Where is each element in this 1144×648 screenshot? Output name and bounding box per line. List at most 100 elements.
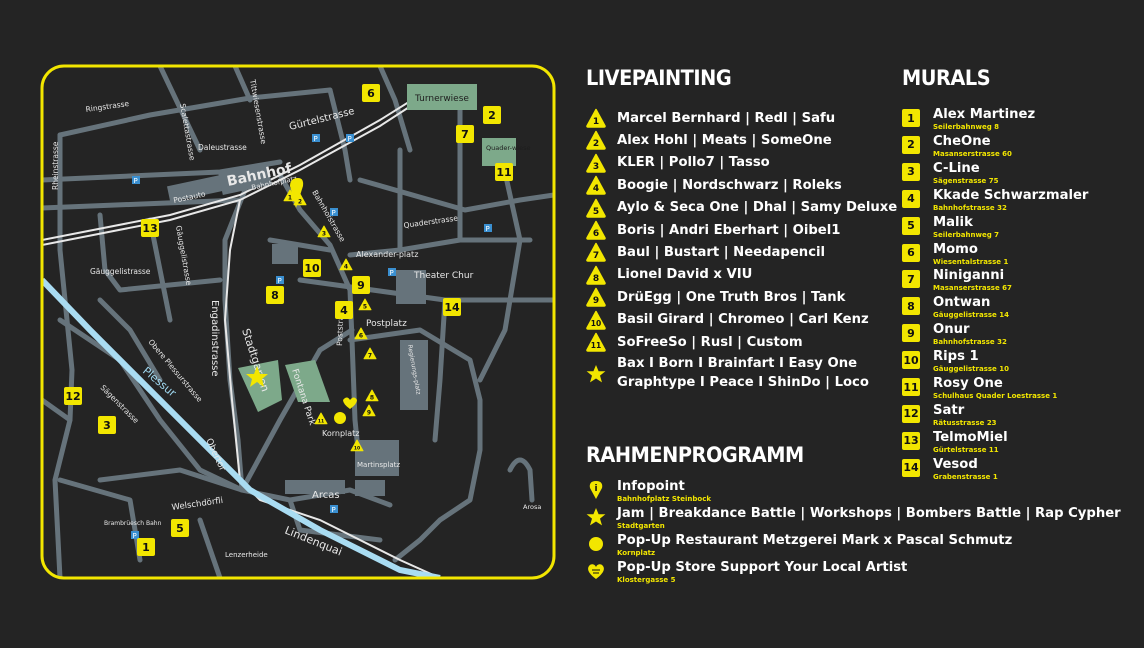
- label-turnerwiese: Turnerwiese: [414, 94, 469, 104]
- livepainting-marker: 7: [363, 347, 377, 360]
- livepainting-marker: 5: [358, 298, 372, 311]
- rahmenprogramm-event: Pop-Up Store Support Your Local Artist: [617, 560, 908, 575]
- label-quaderwiese: Quader-wiese: [486, 144, 530, 152]
- mural-address: Sägenstrasse 75: [933, 176, 999, 185]
- mural-marker: 14: [443, 298, 461, 316]
- heart-icon: [588, 564, 604, 579]
- marker-number: 4: [593, 184, 599, 194]
- mural-marker: 5: [171, 519, 189, 537]
- mural-marker-number: 5: [176, 522, 184, 535]
- livepainting-marker: 10: [350, 439, 364, 452]
- mural-marker: 8: [266, 286, 284, 304]
- livepainting-artists: Marcel Bernhard | Redl | Safu: [617, 110, 836, 126]
- mural-marker-number: 12: [65, 390, 80, 403]
- mural-marker: 1: [137, 538, 155, 556]
- mural-address: Schulhaus Quader Loestrasse 1: [933, 392, 1058, 400]
- livepainting-star-line2: Graphtype I Peace I ShinDo | Loco: [617, 375, 869, 390]
- livepainting-artists: SoFreeSo | Rusl | Custom: [617, 334, 803, 350]
- parking-icon: P: [332, 209, 336, 217]
- livepainting-artists: Boogie | Nordschwarz | Roleks: [617, 177, 842, 193]
- mural-address: Masanserstrasse 60: [933, 149, 1012, 158]
- mural-address: Bahnhofstrasse 32: [933, 203, 1007, 212]
- label-alexanderplatz: Alexander-platz: [356, 250, 418, 259]
- mural-marker: 13: [141, 219, 159, 237]
- mural-marker: 12: [64, 387, 82, 405]
- mural-address: Gäuggelistrasse 14: [933, 311, 1009, 320]
- mural-marker-number: 3: [103, 419, 111, 432]
- livepainting-marker: 6: [354, 327, 368, 340]
- mural-artist: TelmoMiel: [933, 429, 1008, 445]
- mural-artist: CheOne: [933, 133, 991, 149]
- mural-marker: 4: [335, 301, 353, 319]
- label-daleustrasse: Daleustrasse: [198, 143, 247, 152]
- city-map: Ringstrasse Scalettastrasse Tittwiesenst…: [40, 64, 556, 580]
- map-frame: [40, 64, 556, 580]
- livepainting-marker: 8: [365, 389, 379, 402]
- triangle-marker-icon: 1: [586, 108, 606, 128]
- triangle-marker-icon: 8: [586, 265, 606, 285]
- livepainting-star-line1: Bax I Born I Brainfart I Easy One: [617, 356, 858, 371]
- mural-address: Seilerbahnweg 7: [933, 230, 1000, 239]
- mural-address: Bahnhofstrasse 32: [933, 338, 1007, 347]
- mural-marker: 6: [362, 84, 380, 102]
- park-turnerwiese: [407, 84, 477, 110]
- label-theater-chur: Theater Chur: [413, 271, 474, 281]
- mural-number-badge: 13: [902, 431, 920, 450]
- triangle-marker-icon: 5: [586, 198, 606, 218]
- info-icon: i: [589, 481, 603, 499]
- livepainting-marker-number: 9: [367, 410, 371, 417]
- livepainting-marker-number: 3: [322, 231, 326, 238]
- marker-number: 5: [593, 207, 599, 217]
- mural-marker-number: 10: [304, 262, 320, 275]
- mural-marker: 7: [456, 125, 474, 143]
- river-plessur: [42, 277, 441, 578]
- triangle-marker-icon: 3: [586, 153, 606, 173]
- livepainting-marker-number: 7: [368, 353, 372, 360]
- label-postplatz: Postplatz: [366, 319, 407, 329]
- mural-number-badge: 8: [902, 297, 920, 316]
- dot-icon: [334, 412, 346, 424]
- mural-artist: Malik: [933, 214, 973, 230]
- mural-marker-number: 4: [340, 304, 348, 317]
- parking-icon: P: [348, 135, 352, 143]
- mural-artist: Niniganni: [933, 268, 1005, 284]
- info-icon: [290, 178, 304, 208]
- mural-number-badge: 14: [902, 458, 920, 477]
- marker-number: 2: [593, 139, 599, 149]
- mural-number-badge: 10: [902, 351, 920, 370]
- rahmenprogramm-event: Pop-Up Restaurant Metzgerei Mark x Pasca…: [617, 533, 1013, 548]
- rahmenprogramm-location: Klostergasse 5: [617, 576, 676, 584]
- livepainting-artists: Basil Girard | Chromeo | Carl Kenz: [617, 312, 869, 328]
- mural-marker-number: 7: [461, 128, 469, 141]
- mural-marker-number: 9: [357, 279, 365, 292]
- mural-artist: Vesod: [933, 456, 978, 472]
- label-martinsplatz: Martinsplatz: [357, 461, 400, 469]
- livepainting-artists: Lionel David x VIU: [617, 267, 753, 283]
- livepainting-marker: 11: [314, 412, 328, 425]
- park-fontana: [285, 360, 330, 402]
- rahmenprogramm-event: Jam | Breakdance Battle | Workshops | Bo…: [617, 506, 1121, 521]
- triangle-marker-icon: 10: [586, 310, 606, 330]
- murals-title: MURALS: [902, 66, 991, 90]
- label-arosa: Arosa: [523, 503, 541, 511]
- star-icon: [586, 508, 606, 526]
- parking-signs: P P P P P P P P P: [131, 134, 492, 540]
- park-stadtgarten: [238, 360, 282, 412]
- parking-icon: P: [314, 135, 318, 143]
- label-arcas: Arcas: [312, 490, 340, 501]
- dot-icon: [589, 537, 603, 551]
- mural-number-badge: 6: [902, 243, 920, 262]
- triangle-marker-icon: 6: [586, 220, 606, 240]
- triangle-marker-icon: 2: [586, 131, 606, 151]
- mural-address: Wiesentalstrasse 1: [933, 257, 1009, 266]
- triangle-marker-icon: 7: [586, 243, 606, 263]
- mural-address: Gäuggelistrasse 10: [933, 365, 1009, 374]
- mural-marker-number: 11: [496, 166, 511, 179]
- livepainting-marker-number: 1: [288, 195, 292, 202]
- livepainting-title: LIVEPAINTING: [586, 66, 732, 90]
- mural-number-badge: 2: [902, 135, 920, 154]
- marker-number: 3: [593, 162, 599, 172]
- livepainting-marker-number: 11: [318, 419, 324, 425]
- triangle-marker-icon: 4: [586, 175, 606, 195]
